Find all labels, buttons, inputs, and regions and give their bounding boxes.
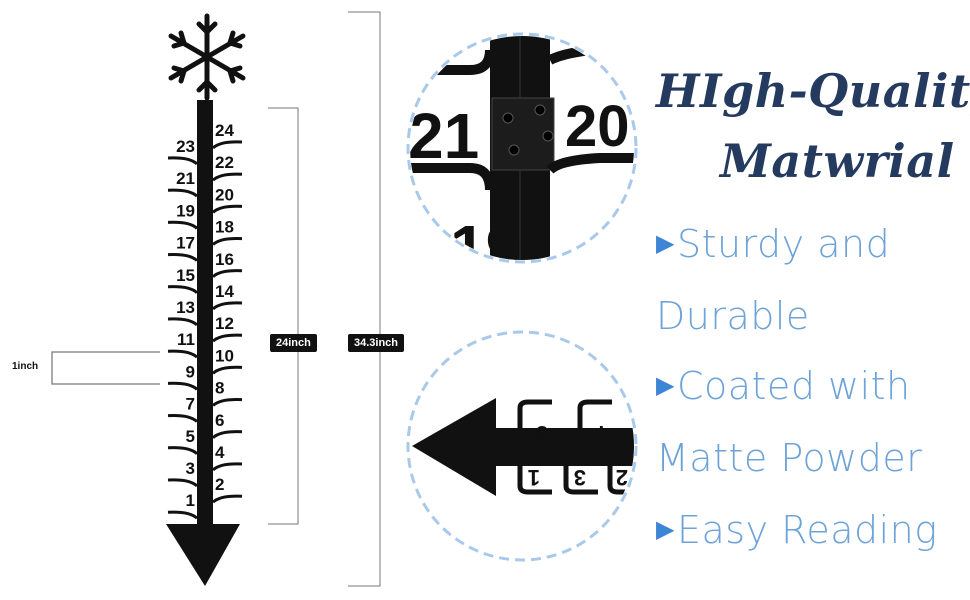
gauge-branch-left (167, 285, 199, 294)
snowflake-icon (168, 13, 246, 101)
gauge-number-6: 6 (215, 411, 224, 430)
closeup-bottom-number-2: 2 (616, 465, 628, 490)
gauge-branch-right (211, 494, 243, 504)
feature-3-line-1: ▶Easy Reading (656, 508, 938, 552)
closeup-bottom-number-1: 1 (528, 465, 540, 490)
gauge-number-11: 11 (177, 330, 195, 349)
gauge-branch-right (211, 301, 243, 311)
gauge-branch-left (167, 252, 199, 262)
feature-1-text: Sturdy and (676, 222, 891, 266)
gauge-branch-right (211, 462, 243, 472)
closeup-bottom: 5 4 1 3 2 (406, 330, 638, 562)
gauge-branches (167, 140, 243, 520)
gauge-branch-right (211, 236, 243, 246)
gauge-branch-left (167, 413, 199, 423)
gauge-number-23: 23 (176, 137, 195, 156)
gauge-number-16: 16 (215, 250, 234, 269)
closeup-top-number-20: 20 (565, 94, 630, 159)
triangle-bullet-icon: ▶ (656, 229, 675, 257)
height-24-label: 24inch (270, 334, 317, 352)
title-line-1: HIgh-Quality (656, 64, 970, 118)
gauge-branch-right (211, 333, 243, 343)
gauge-left-numbers: 23 21 19 17 15 13 11 9 7 5 3 1 (176, 137, 195, 510)
gauge-branch-left (167, 220, 199, 230)
gauge-branch-right (211, 204, 243, 214)
feature-1-line-2: Durable (656, 294, 810, 338)
closeup-bottom-number-4: 4 (597, 421, 610, 446)
gauge-branch-right (211, 397, 243, 407)
closeup-bottom-number-5: 5 (536, 421, 548, 446)
gauge-number-20: 20 (215, 185, 234, 204)
gauge-branch-right (211, 172, 243, 182)
gauge-number-5: 5 (186, 427, 195, 446)
closeup-top-number-21: 21 (408, 100, 479, 172)
gauge-branch-left (167, 156, 199, 166)
gauge-number-4: 4 (215, 443, 225, 462)
gauge-number-10: 10 (215, 346, 234, 365)
triangle-bullet-icon: ▶ (656, 515, 675, 543)
gauge-branch-right (211, 269, 243, 278)
closeup-top: 21 20 19 (406, 32, 638, 284)
height-total-label: 34.3inch (348, 334, 405, 352)
gauge-number-12: 12 (215, 314, 234, 333)
gauge-number-2: 2 (215, 475, 224, 494)
feature-2-line-2: Matte Powder (656, 436, 923, 480)
gauge-pole (197, 100, 213, 530)
gauge-number-17: 17 (176, 234, 195, 253)
gauge-number-3: 3 (186, 459, 195, 478)
feature-2-text: Coated with (676, 364, 911, 408)
closeup-bottom-number-3: 3 (574, 465, 586, 490)
gauge-branch-left (167, 510, 199, 520)
gauge-number-24: 24 (215, 121, 234, 140)
feature-1-line-1: ▶Sturdy and (656, 222, 890, 266)
height-24-bracket (268, 107, 299, 525)
inch-label: 1inch (12, 361, 39, 372)
gauge-branch-left (167, 349, 199, 359)
gauge-number-1: 1 (186, 491, 195, 510)
gauge-branch-right (211, 430, 243, 439)
height-total-bracket (348, 11, 381, 587)
gauge-number-7: 7 (186, 395, 195, 414)
gauge-number-9: 9 (186, 362, 195, 381)
gauge-branch-left (167, 188, 199, 198)
closeup-top-number-19: 19 (450, 212, 521, 284)
gauge-number-19: 19 (176, 201, 195, 220)
arrow-point-icon (166, 524, 240, 586)
triangle-bullet-icon: ▶ (656, 371, 675, 399)
gauge-branch-right (211, 365, 243, 375)
gauge-number-14: 14 (215, 282, 234, 301)
gauge-branch-left (167, 381, 199, 391)
gauge-number-15: 15 (176, 266, 195, 285)
gauge-branch-left (167, 317, 199, 327)
gauge-number-18: 18 (215, 218, 234, 237)
gauge-branch-left (167, 478, 199, 488)
gauge-number-13: 13 (176, 298, 195, 317)
feature-2-line-1: ▶Coated with (656, 364, 911, 408)
title-line-2: Matwrial (720, 134, 955, 188)
gauge-number-8: 8 (215, 379, 224, 398)
gauge-number-21: 21 (176, 169, 195, 188)
inch-bracket (51, 351, 160, 385)
gauge-branch-left (167, 446, 199, 455)
gauge-branch-right (211, 140, 243, 150)
gauge-number-22: 22 (215, 153, 234, 172)
gauge-right-numbers: 24 22 20 18 16 14 12 10 8 6 4 2 (215, 121, 234, 494)
feature-3-text: Easy Reading (676, 508, 938, 552)
